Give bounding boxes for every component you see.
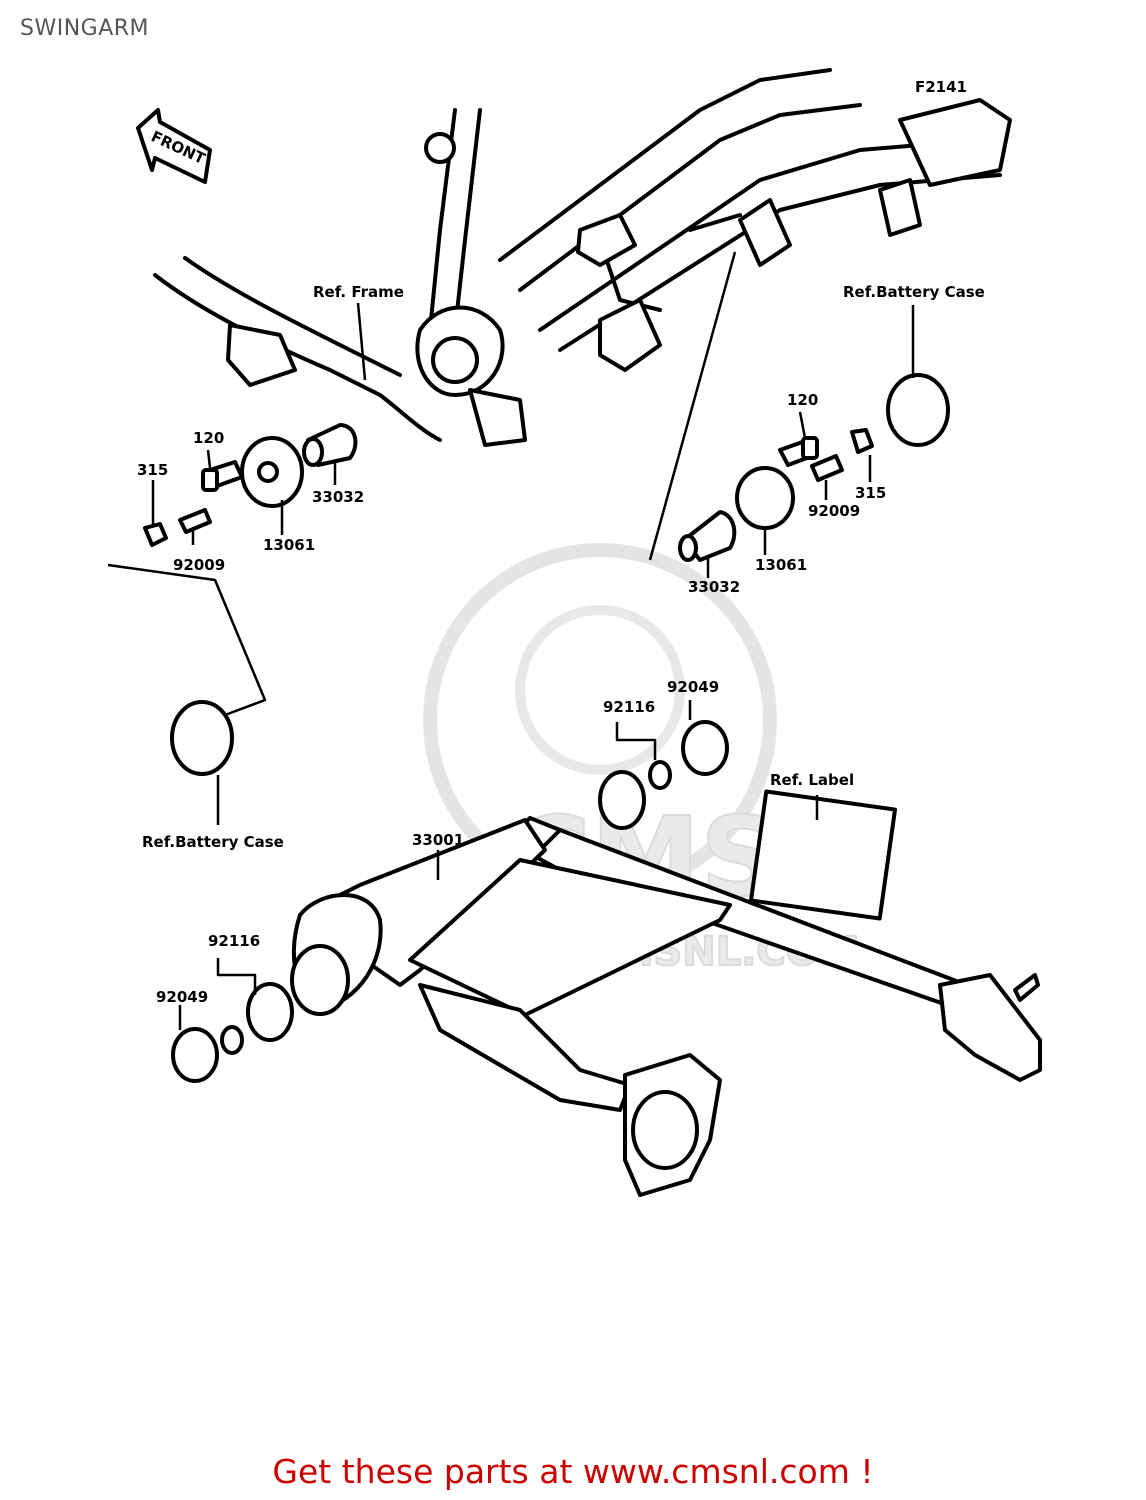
label-92009-right: 92009 <box>808 502 860 520</box>
battery-case-cap-right <box>886 373 950 447</box>
diagram-code: F2141 <box>915 78 967 96</box>
ref-label-sticker <box>748 789 898 921</box>
left-mounting-parts <box>107 423 358 825</box>
label-92049-bottom: 92049 <box>156 988 208 1006</box>
seal-92049-bottom <box>171 1027 219 1083</box>
label-92049-top: 92049 <box>667 678 719 696</box>
frame-outline <box>153 68 1012 447</box>
front-arrow: FRONT <box>136 108 212 184</box>
label-33032-right: 33032 <box>688 578 740 596</box>
seal-92049-top <box>681 720 729 776</box>
label-92116-bottom: 92116 <box>208 932 260 950</box>
bolt-92009-left <box>178 508 212 534</box>
page-title: SWINGARM <box>20 16 150 41</box>
label-ref-frame: Ref. Frame <box>313 283 404 301</box>
label-120-right: 120 <box>787 391 818 409</box>
label-ref-battery-case-left: Ref.Battery Case <box>142 833 284 851</box>
label-13061-left: 13061 <box>263 536 315 554</box>
label-315-right: 315 <box>855 484 886 502</box>
label-92009-left: 92009 <box>173 556 225 574</box>
plate-13061-right <box>735 466 795 530</box>
swingarm-33001 <box>290 816 1042 1197</box>
right-mounting-parts <box>648 251 950 562</box>
bearing-92116-top <box>598 770 646 830</box>
bushing-bottom <box>220 1025 244 1055</box>
label-ref-battery-case-top: Ref.Battery Case <box>843 283 985 301</box>
label-33001: 33001 <box>412 831 464 849</box>
label-ref-label: Ref. Label <box>770 771 854 789</box>
leader-lines <box>151 302 872 1030</box>
label-13061-right: 13061 <box>755 556 807 574</box>
swingarm-bearings <box>171 720 729 1083</box>
label-120-left: 120 <box>193 429 224 447</box>
nut-315-left <box>143 522 168 547</box>
bolt-92009-right <box>810 454 844 482</box>
label-92116-top: 92116 <box>603 698 655 716</box>
nut-315-right <box>850 428 874 454</box>
bushing-top <box>648 760 672 790</box>
label-33032-left: 33032 <box>312 488 364 506</box>
cmsnl-parts-link[interactable]: Get these parts at www.cmsnl.com ! <box>272 1452 874 1491</box>
bearing-92116-bottom <box>246 982 294 1042</box>
label-315-left: 315 <box>137 461 168 479</box>
battery-case-cap-left <box>170 700 234 776</box>
part-labels: Ref. Frame Ref.Battery Case 120 315 9200… <box>137 283 985 1006</box>
